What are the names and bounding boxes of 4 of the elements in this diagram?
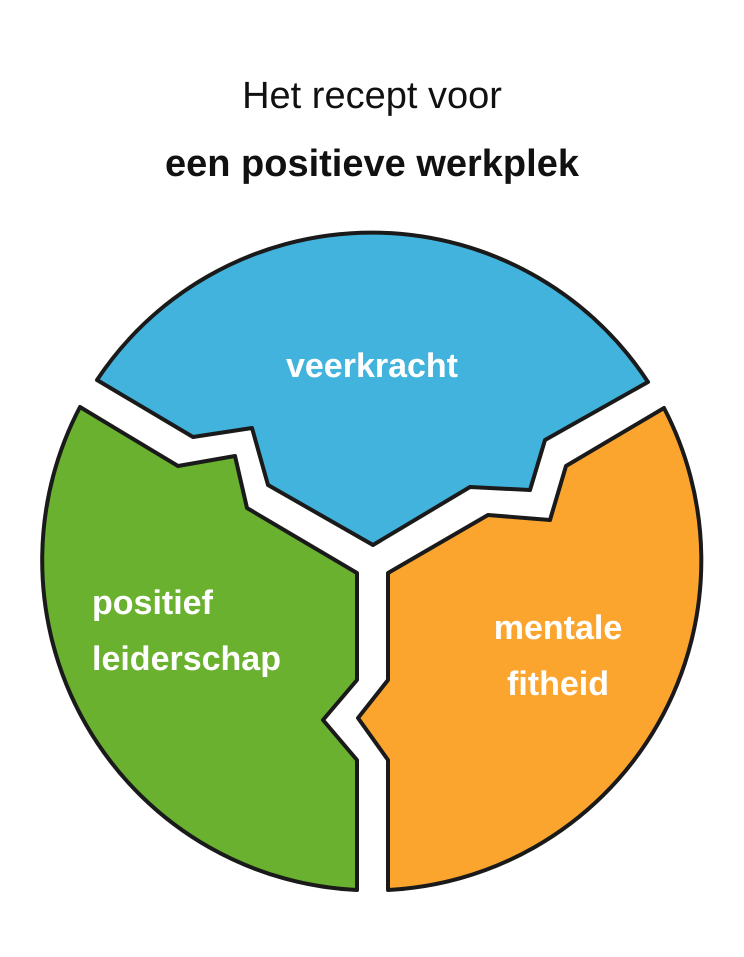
segment-label: veerkracht xyxy=(284,346,459,387)
segment-label: positief leiderschap xyxy=(92,583,282,680)
title: Het recept voor een positieve werkplek xyxy=(165,74,579,187)
segment-label: mentale fitheid xyxy=(492,608,624,705)
